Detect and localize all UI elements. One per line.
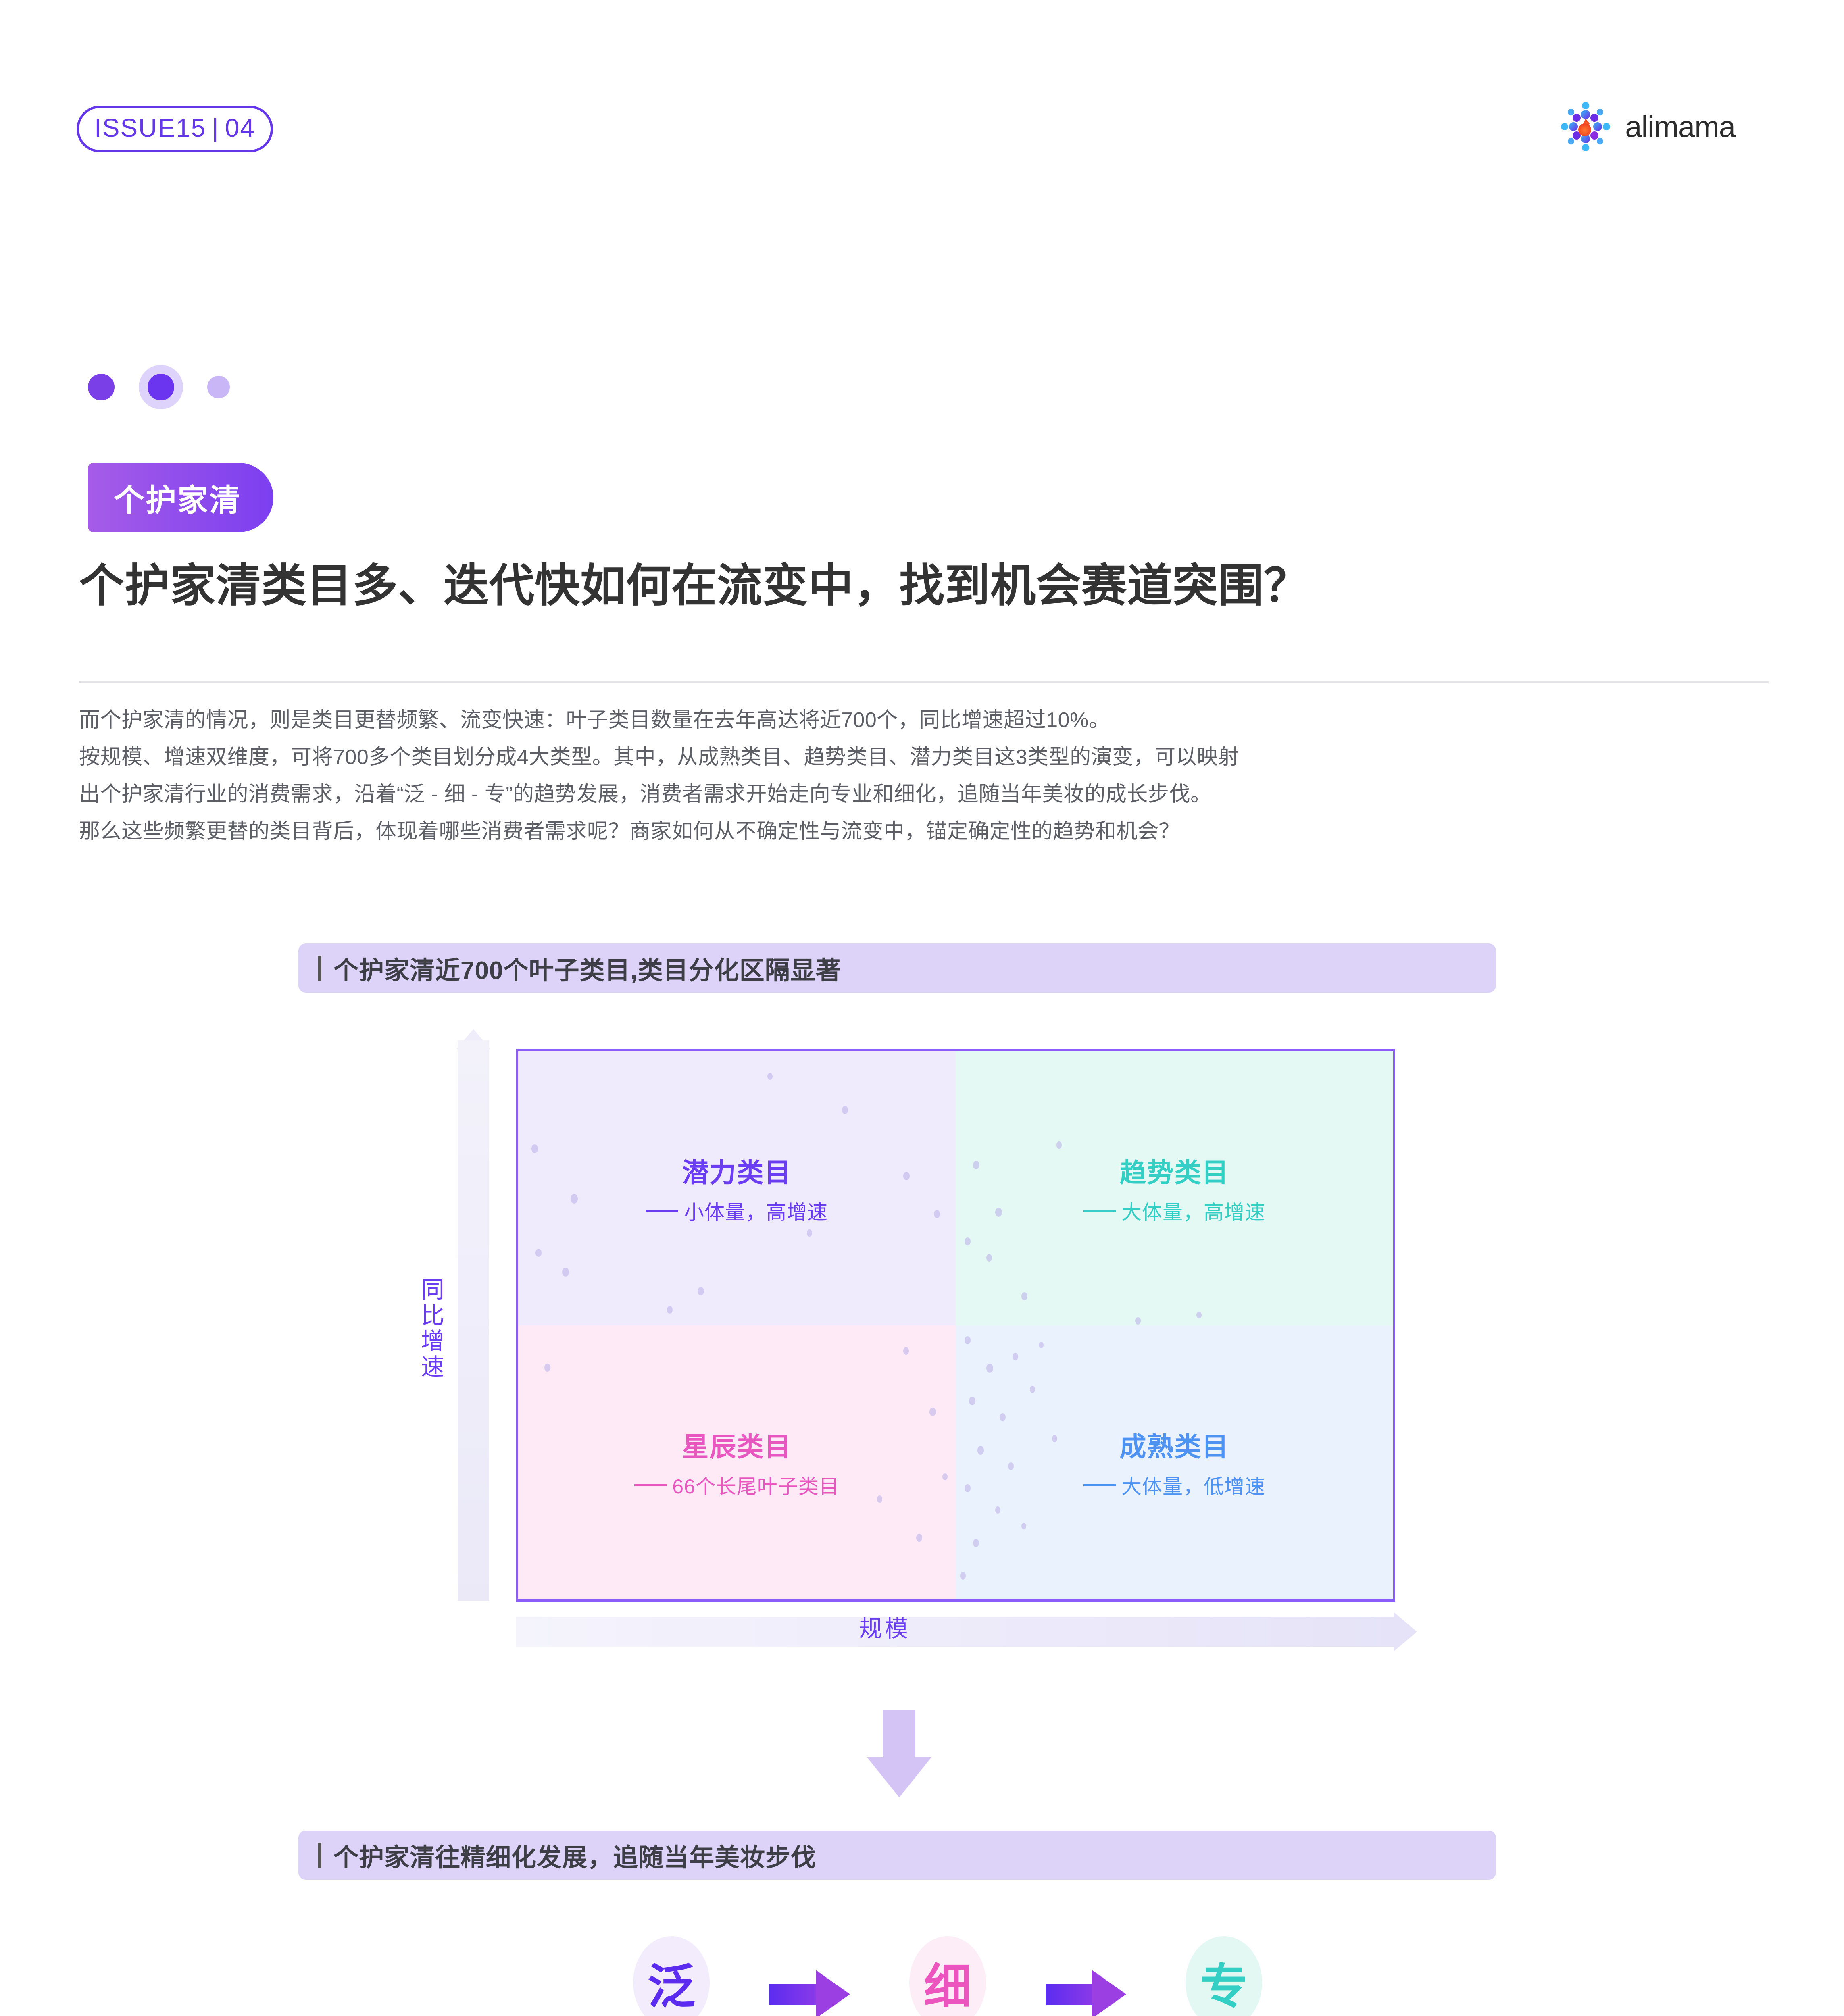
- y-axis-label: 同比增速: [417, 1277, 444, 1380]
- section-2-header: 个护家清往精细化发展，追随当年美妆步伐: [298, 1831, 1496, 1880]
- quadrant-bottom-left: 星辰类目 66个长尾叶子类目: [518, 1325, 956, 1599]
- arrow-head: [867, 1757, 931, 1797]
- intro-paragraph: 而个护家清的情况，则是类目更替频繁、流变快速：叶子类目数量在去年高达将近700个…: [79, 702, 1785, 850]
- quadrant-desc-bl: 66个长尾叶子类目: [672, 1475, 840, 1498]
- quadrant-title-bl: 星辰类目: [682, 1432, 792, 1462]
- page-title: 个护家清类目多、迭代快如何在流变中，找到机会赛道突围？: [79, 560, 1309, 611]
- paragraph-line-4: 那么这些频繁更替的类目背后，体现着哪些消费者需求呢？商家如何从不确定性与流变中，…: [79, 820, 1180, 843]
- category-tag: 个护家清: [88, 463, 273, 532]
- progression-step-1: 泛 成熟类目: [605, 1936, 738, 2016]
- x-axis-bar: [516, 1617, 1395, 1647]
- section-1-header: 个护家清近700个叶子类目,类目分化区隔显著: [298, 943, 1496, 993]
- quadrant-title-tl: 潜力类目: [682, 1158, 792, 1187]
- dash-icon: [1083, 1484, 1116, 1486]
- section-1-title: 个护家清近700个叶子类目,类目分化区隔显著: [333, 957, 841, 985]
- quadrant-title-br: 成熟类目: [1119, 1432, 1229, 1462]
- paragraph-line-2: 按规模、增速双维度，可将700多个类目划分成4大类型。其中，从成熟类目、趋势类目…: [79, 746, 1240, 769]
- dot-1: [88, 374, 115, 400]
- quadrant-box: 潜力类目 小体量，高增速 趋势类目 大体量，高增速: [516, 1049, 1395, 1602]
- brand-logo: alimama: [1560, 101, 1736, 152]
- issue-number: 04: [225, 113, 256, 142]
- logo-wordmark: alimama: [1625, 110, 1736, 144]
- quadrant-desc-tl: 小体量，高增速: [684, 1201, 828, 1224]
- arrow-tip: [815, 1970, 850, 2016]
- progression-glyph-3: 专: [1186, 1936, 1262, 2016]
- issue-badge: ISSUE15|04: [77, 106, 273, 152]
- quadrant-top-left: 潜力类目 小体量，高增速: [518, 1051, 956, 1325]
- quadrant-sub-tl: 小体量，高增速: [646, 1196, 828, 1225]
- progression-diagram: 泛 成熟类目 细 趋势类目 专 潜力类目: [605, 1919, 1290, 2016]
- progression-glyph-1: 泛: [633, 1936, 710, 2016]
- progression-step-3: 专 潜力类目: [1157, 1936, 1290, 2016]
- dash-icon: [1083, 1210, 1116, 1212]
- quadrant-top-right: 趋势类目 大体量，高增速: [956, 1051, 1393, 1325]
- y-axis-bar: [458, 1040, 489, 1601]
- right-arrow-icon-1: [769, 1970, 850, 2016]
- arrow-bar: [1045, 1984, 1094, 2005]
- paragraph-line-1: 而个护家清的情况，则是类目更替频繁、流变快速：叶子类目数量在去年高达将近700个…: [79, 708, 1110, 732]
- progression-glyph-2: 细: [909, 1936, 986, 2016]
- x-axis-arrow-icon: [1394, 1612, 1417, 1652]
- dot-2: [148, 374, 174, 400]
- quadrant-title-tr: 趋势类目: [1119, 1158, 1229, 1187]
- dash-icon: [646, 1210, 678, 1212]
- section-tick-icon: [318, 956, 321, 981]
- title-divider: [79, 681, 1769, 683]
- paragraph-line-3: 出个护家清行业的消费需求，沿着“泛 - 细 - 专”的趋势发展，消费者需求开始走…: [79, 783, 1212, 806]
- quadrant-sub-bl: 66个长尾叶子类目: [634, 1470, 840, 1500]
- issue-separator: |: [212, 113, 219, 142]
- section-2-title: 个护家清往精细化发展，追随当年美妆步伐: [333, 1844, 817, 1872]
- dot-2-halo: [139, 365, 183, 409]
- arrow-stem: [883, 1710, 915, 1758]
- quadrant-sub-br: 大体量，低增速: [1083, 1470, 1265, 1500]
- dash-icon: [634, 1484, 667, 1486]
- quadrant-sub-tr: 大体量，高增速: [1083, 1196, 1265, 1225]
- alimama-burst-icon: [1560, 101, 1611, 152]
- issue-prefix: ISSUE15: [94, 113, 206, 142]
- section-tick-icon: [318, 1843, 321, 1868]
- progression-step-2: 细 趋势类目: [881, 1936, 1014, 2016]
- arrow-tip: [1092, 1970, 1126, 2016]
- page-header: ISSUE15|04: [0, 0, 1844, 161]
- quadrant-chart: 同比增速 潜力类目 小体量，高增速: [395, 1029, 1417, 1685]
- quadrant-desc-tr: 大体量，高增速: [1121, 1201, 1265, 1224]
- down-arrow-icon: [867, 1710, 931, 1798]
- decorative-dots: [88, 365, 230, 409]
- quadrant-bottom-right: 成熟类目 大体量，低增速: [956, 1325, 1393, 1599]
- right-arrow-icon-2: [1045, 1970, 1126, 2016]
- quadrant-desc-br: 大体量，低增速: [1121, 1475, 1265, 1498]
- x-axis-label: 规模: [859, 1616, 911, 1642]
- dot-3: [207, 376, 230, 398]
- arrow-bar: [769, 1984, 818, 2005]
